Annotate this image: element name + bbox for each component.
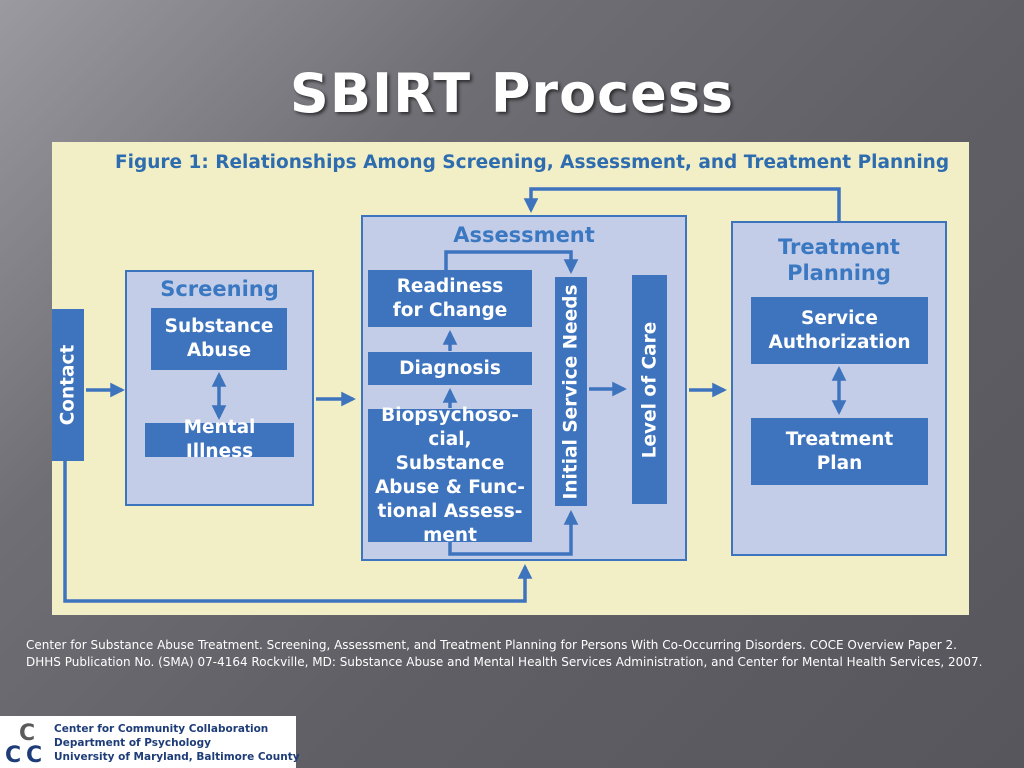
initial-service-needs-box: Initial Service Needs [555, 277, 587, 506]
biopsychosocial-box: Biopsychoso-cial, Substance Abuse & Func… [368, 405, 532, 546]
sbirt-figure: Figure 1: Relationships Among Screening,… [52, 142, 969, 615]
slide-title: SBIRT Process [289, 62, 735, 125]
contact-box: Contact [52, 309, 84, 461]
substance-abuse-label: Substance Abuse [164, 316, 274, 361]
svg-text:C: C [19, 721, 35, 746]
treatment-plan-box: Treatment Plan [751, 418, 928, 485]
arrow-treatment-feedback [523, 187, 841, 221]
treatment-planning-title: Treatment Planning [778, 235, 900, 285]
diagnosis-label: Diagnosis [399, 357, 501, 379]
footer-line-2: Department of Psychology [54, 737, 211, 749]
biopsychosocial-label: Biopsychoso-cial, Substance Abuse & Func… [374, 404, 525, 546]
footer-logo: C C C Center for Community Collaboration… [0, 716, 300, 768]
level-of-care-box: Level of Care [632, 275, 667, 504]
svg-text:C: C [26, 743, 42, 766]
screening-title: Screening [160, 277, 279, 301]
mental-illness-box: Mental Illness [145, 417, 294, 462]
footer-line-1: Center for Community Collaboration [54, 723, 269, 735]
service-authorization-box: Service Authorization [751, 297, 928, 364]
citation-text: Center for Substance Abuse Treatment. Sc… [26, 638, 983, 669]
flow-arrows [63, 187, 847, 603]
arrow-contact-to-assessment [63, 461, 533, 603]
assessment-title: Assessment [453, 223, 595, 247]
footer-line-3: University of Maryland, Baltimore County [54, 751, 300, 763]
readiness-for-change-box: Readiness for Change [368, 270, 532, 327]
readiness-for-change-label: Readiness for Change [392, 275, 508, 321]
arrow-readiness-to-needs [444, 250, 579, 274]
treatment-plan-label: Treatment Plan [785, 428, 894, 474]
mental-illness-label: Mental Illness [183, 417, 256, 462]
ccc-logo-icon: C C C [5, 721, 42, 766]
svg-text:C: C [5, 743, 21, 766]
service-authorization-label: Service Authorization [768, 307, 911, 353]
substance-abuse-box: Substance Abuse [151, 308, 287, 370]
arrow-bio-to-needs [448, 510, 579, 556]
diagnosis-box: Diagnosis [368, 352, 532, 385]
figure-title: Figure 1: Relationships Among Screening,… [115, 152, 950, 173]
footer-org-text: Center for Community Collaboration Depar… [54, 722, 300, 764]
